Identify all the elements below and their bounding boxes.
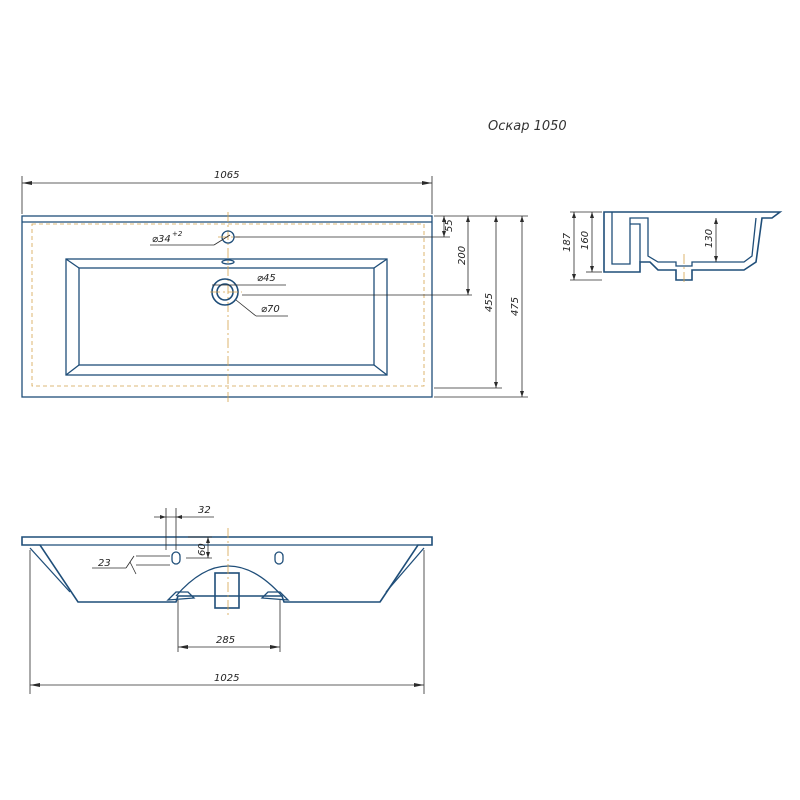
drain-pipe <box>214 572 240 609</box>
dim-mount-hole-dia: 23 <box>98 558 111 569</box>
top-view-outer-rim <box>21 215 433 398</box>
dim-mount-spacing: 285 <box>216 635 235 646</box>
dim-arrow <box>572 212 576 218</box>
side-view-rim-detail <box>630 223 641 262</box>
dim-mount-height: 60 <box>197 543 208 556</box>
dim-arrow <box>206 537 210 543</box>
dim-arrow <box>466 289 470 295</box>
front-view-outline <box>21 536 433 603</box>
leader-line <box>129 561 137 575</box>
bowl-corner-line <box>65 364 80 376</box>
bowl-outer-edge <box>65 258 388 376</box>
dim-side-bowl-depth: 130 <box>704 229 715 248</box>
dim-arrow <box>590 212 594 218</box>
leader-line <box>213 234 231 246</box>
dim-overall-depth: 475 <box>510 297 521 316</box>
dim-arrow <box>22 181 32 185</box>
bowl-corner-line <box>65 258 80 269</box>
dim-side-height-inner: 160 <box>580 231 591 250</box>
bowl-corner-line <box>373 364 388 376</box>
front-view-inner-slope <box>29 547 71 593</box>
dim-bottom-width: 1025 <box>214 673 239 684</box>
dim-drain-outer-dia: ⌀70 <box>261 304 280 315</box>
dim-mount-offset: 32 <box>198 505 211 516</box>
dim-arrow <box>442 231 446 237</box>
side-view-inner-wall <box>611 212 757 267</box>
dim-arrow <box>466 216 470 222</box>
dim-arrow <box>270 645 280 649</box>
dim-overall-width: 1065 <box>214 170 239 181</box>
front-view-bowl-arc <box>175 565 283 597</box>
mount-hole-left <box>171 551 181 565</box>
dim-arrow <box>494 216 498 222</box>
drawing-title: Оскар 1050 <box>488 119 567 134</box>
overflow-slot <box>221 259 235 265</box>
mount-bracket-left <box>166 591 196 601</box>
dim-arrow <box>714 218 718 224</box>
dim-arrow <box>590 266 594 272</box>
dim-arrow <box>30 683 40 687</box>
dim-arrow <box>520 216 524 222</box>
dim-arrow <box>206 552 210 558</box>
dim-tap-hole-dia: ⌀34 <box>152 234 171 245</box>
dim-side-height-total: 187 <box>562 232 573 252</box>
mount-hole-right <box>274 551 284 565</box>
dim-tap-hole-tol: +2 <box>172 230 183 238</box>
dim-arrow <box>572 274 576 280</box>
dim-arrow <box>494 382 498 388</box>
mount-bracket-right <box>260 591 290 601</box>
dim-drain-offset: 200 <box>457 246 468 265</box>
dim-drain-inner-dia: ⌀45 <box>257 273 276 284</box>
dim-arrow <box>176 515 182 519</box>
bowl-inner-edge <box>78 267 375 366</box>
dim-bowl-depth: 455 <box>484 293 495 312</box>
front-view: 32 60 23 285 1025 <box>21 505 433 694</box>
dim-arrow <box>160 515 166 519</box>
top-view: 1065 ⌀34 +2 55 200 455 475 <box>21 170 528 402</box>
leader-line <box>235 299 257 317</box>
dim-arrow <box>178 645 188 649</box>
dim-arrow <box>714 256 718 262</box>
dim-arrow <box>520 391 524 397</box>
bowl-corner-line <box>373 258 388 269</box>
front-view-inner-slope <box>385 547 425 593</box>
dim-arrow <box>422 181 432 185</box>
dim-arrow <box>414 683 424 687</box>
dim-tap-offset: 55 <box>444 219 455 232</box>
dim-arrow <box>442 216 446 222</box>
top-view-hidden-outline <box>31 223 425 387</box>
side-view: 187 160 130 <box>562 211 783 284</box>
